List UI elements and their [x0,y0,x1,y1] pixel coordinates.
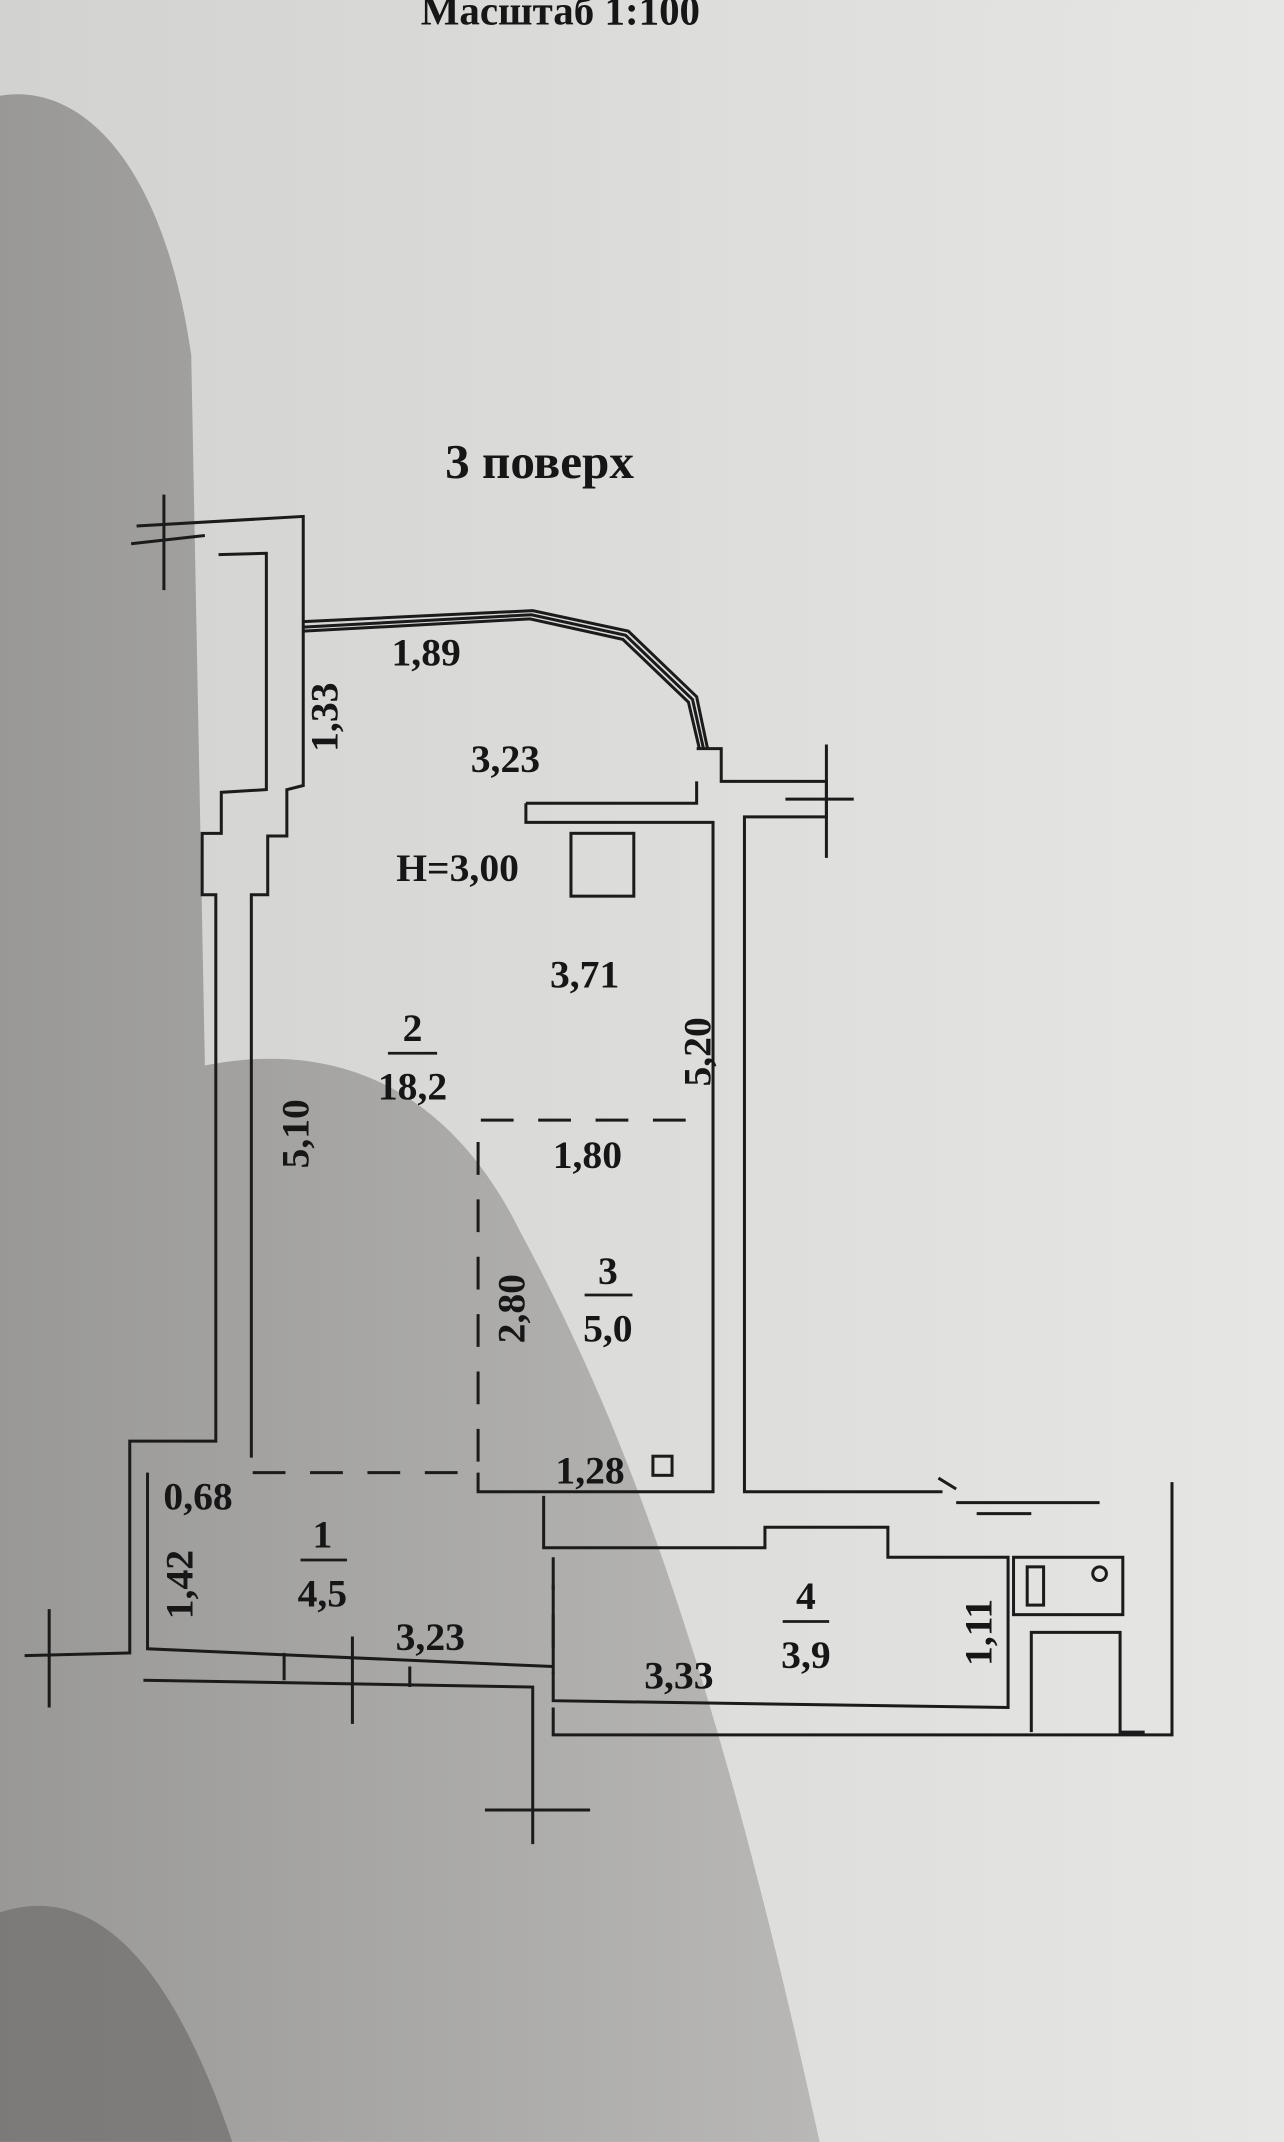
room-4-number: 4 [796,1574,816,1618]
walls [24,494,1174,1845]
scale-label: Масштаб 1:100 [421,0,700,34]
dimension-labels: 1,89 1,33 3,23 H=3,00 3,71 2 18,2 5,20 5… [158,630,1001,1697]
stove-icon [1012,1555,1125,1617]
room-1-area: 4,5 [298,1571,348,1615]
dim-balcony-depth: 1,33 [302,683,346,752]
room-2-area: 18,2 [378,1065,447,1109]
dim-room2-right: 5,20 [675,1017,719,1086]
floor-title: 3 поверх [445,434,634,489]
room-3-area: 5,0 [583,1306,633,1350]
room-1-number: 1 [312,1513,332,1557]
dim-room1-bottom: 3,23 [396,1615,465,1659]
dim-room3-left: 2,80 [490,1274,534,1343]
corner-shadow [0,1905,233,2142]
hand-shadow [0,94,820,2142]
ceiling-height: H=3,00 [396,846,519,890]
sink-icon [651,1454,674,1477]
dim-room3-top: 1,80 [553,1133,622,1177]
dim-room1-left: 1,42 [158,1550,202,1619]
burner-icon [1091,1565,1108,1583]
dim-room4-bottom: 3,33 [644,1653,713,1697]
dim-room2-top: 3,23 [471,737,540,781]
dim-room2-left: 5,10 [274,1099,318,1168]
room-2-number: 2 [403,1006,423,1050]
room-3-number: 3 [598,1249,618,1293]
dim-room3-bottom: 1,28 [555,1449,624,1493]
ventilation-shaft [569,831,636,898]
dim-room2-mid: 3,71 [550,953,619,997]
room-4-area: 3,9 [781,1633,831,1677]
dim-balcony-width: 1,89 [392,630,461,674]
dim-room1-top: 0,68 [163,1474,232,1518]
dim-room4-right: 1,11 [957,1599,1001,1666]
